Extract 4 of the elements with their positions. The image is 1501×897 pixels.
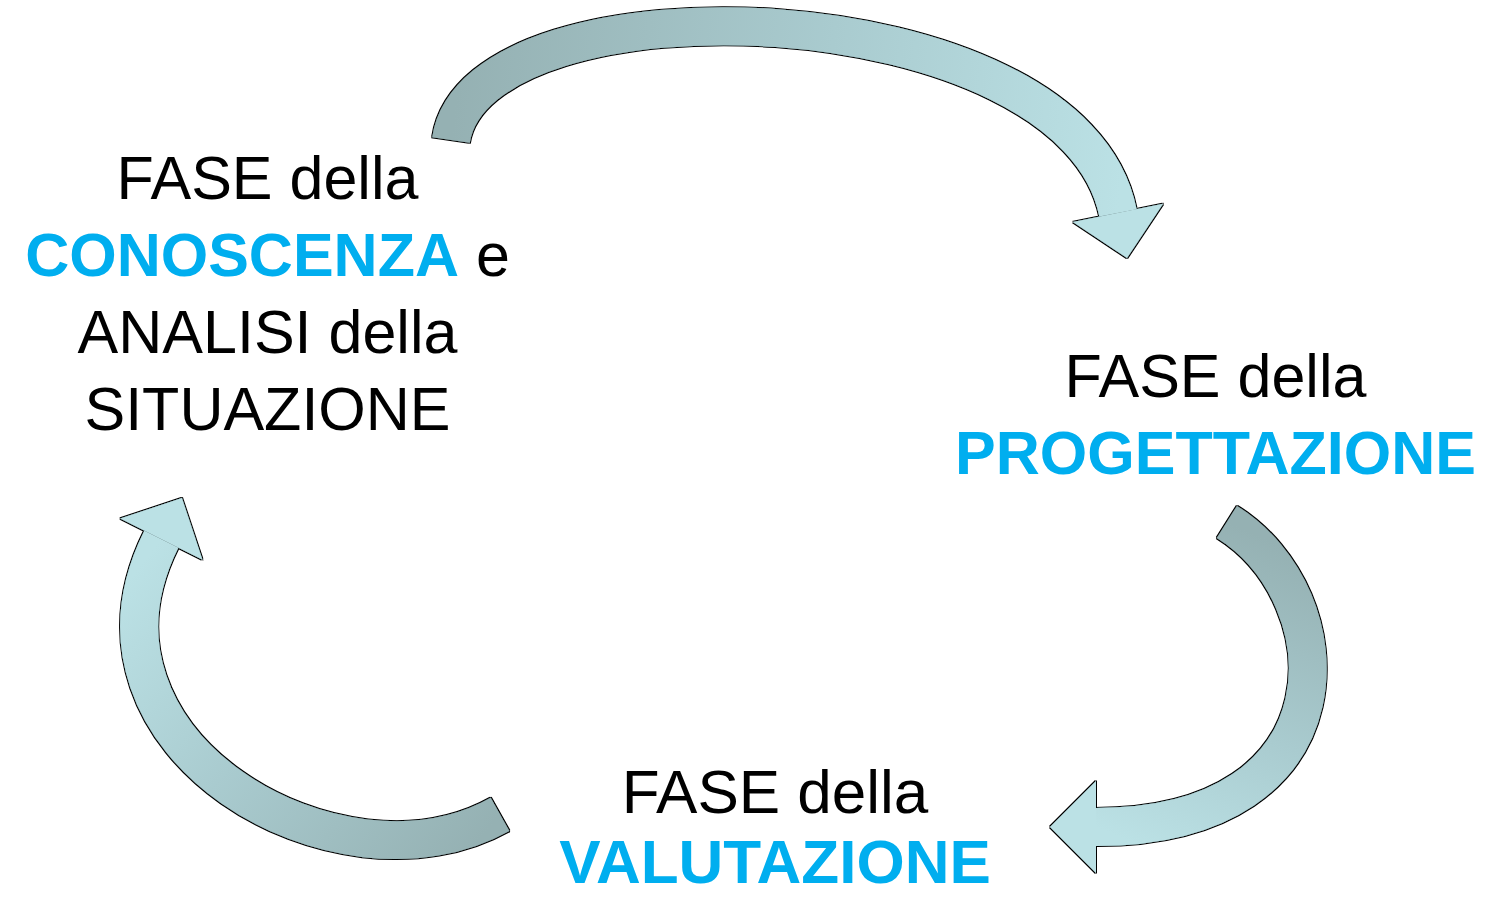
phase-label: FASE della CONOSCENZA e ANALISI della SITUAZIONE xyxy=(24,143,511,445)
phase-label: FASE della VALUTAZIONE xyxy=(558,757,992,897)
phase-label: FASE della PROGETTAZIONE xyxy=(954,341,1477,489)
curved-block-arrow xyxy=(118,495,508,859)
